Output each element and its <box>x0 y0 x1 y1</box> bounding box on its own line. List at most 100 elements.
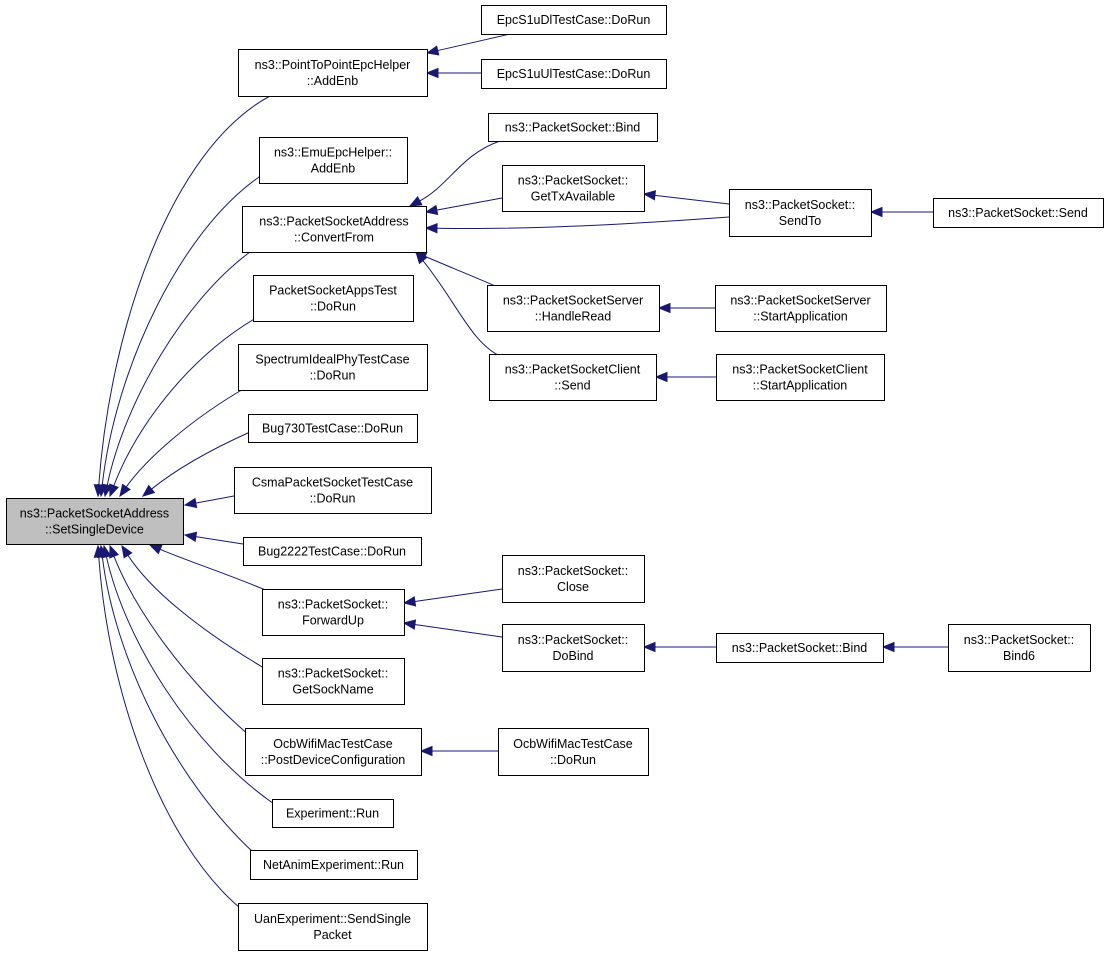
edge-ps_bind_top-to-convertfrom <box>408 140 501 207</box>
node-ocb-postdev[interactable]: OcbWifiMacTestCase::PostDeviceConfigurat… <box>245 728 422 776</box>
node-server-handleread[interactable]: ns3::PacketSocketServer::HandleRead <box>487 285 660 332</box>
node-ocb-dorun[interactable]: OcbWifiMacTestCase::DoRun <box>498 728 649 776</box>
node-ps-gettx[interactable]: ns3::PacketSocket::GetTxAvailable <box>502 165 645 212</box>
edge-arrowhead <box>654 371 668 383</box>
node-box <box>238 903 428 951</box>
node-box <box>253 275 414 322</box>
node-ps-send[interactable]: ns3::PacketSocket::Send <box>933 198 1104 228</box>
node-box <box>487 285 660 332</box>
node-label-line: Packet <box>313 928 352 942</box>
edge-netanim_run-to-root <box>97 544 255 854</box>
edge-uan_sendsingle-to-root <box>93 544 241 909</box>
node-box <box>242 206 427 253</box>
node-box <box>729 189 872 237</box>
node-label-line: ns3::PacketSocket::Send <box>948 206 1088 220</box>
node-ps-bind6[interactable]: ns3::PacketSocket::Bind6 <box>948 624 1091 672</box>
edge-line <box>435 197 503 211</box>
node-box <box>481 59 667 89</box>
node-label-line: Bug730TestCase::DoRun <box>262 422 403 436</box>
edge-arrowhead <box>425 67 439 79</box>
node-label-line: ns3::EmuEpcHelper:: <box>274 146 392 160</box>
node-label-line: ns3::PacketSocket:: <box>518 564 628 578</box>
edge-arrowhead <box>415 250 428 265</box>
edge-line <box>413 588 503 603</box>
edge-line <box>194 495 235 504</box>
node-label-line: ::Send <box>554 379 590 393</box>
edge-arrowhead <box>109 544 120 559</box>
node-label-line: Bug2222TestCase::DoRun <box>258 545 406 559</box>
edge-line <box>126 554 265 669</box>
node-box <box>262 589 405 636</box>
edge-server_handleread-to-convertfrom <box>413 251 501 289</box>
node-csma-dorun[interactable]: CsmaPacketSocketTestCase::DoRun <box>234 467 432 514</box>
edge-line <box>424 255 501 289</box>
edge-arrowhead <box>424 204 439 216</box>
edge-arrowhead <box>402 596 417 607</box>
node-box <box>238 344 428 391</box>
node-bug2222[interactable]: Bug2222TestCase::DoRun <box>243 537 422 566</box>
node-spectrum-dorun[interactable]: SpectrumIdealPhyTestCase::DoRun <box>238 344 428 391</box>
node-ps-sendto[interactable]: ns3::PacketSocket::SendTo <box>729 189 872 237</box>
node-label-line: DoBind <box>553 649 594 663</box>
edge-arrowhead <box>183 497 198 509</box>
edge-getsockname-to-root <box>121 544 265 669</box>
node-getsockname[interactable]: ns3::PacketSocket::GetSockName <box>262 658 405 705</box>
node-label-line: UanExperiment::SendSingle <box>254 912 411 926</box>
node-label-line: ns3::PacketSocketAddress <box>259 215 408 229</box>
node-label-line: ::SetSingleDevice <box>45 523 144 537</box>
node-netanim-run[interactable]: NetAnimExperiment::Run <box>250 850 418 880</box>
node-client-send[interactable]: ns3::PacketSocketClient::Send <box>489 354 657 401</box>
node-box <box>502 555 645 603</box>
node-emu-addenb[interactable]: ns3::EmuEpcHelper::AddEnb <box>259 137 408 184</box>
edge-line <box>418 140 501 202</box>
node-epc-dl[interactable]: EpcS1uDlTestCase::DoRun <box>481 5 667 35</box>
node-label-line: CsmaPacketSocketTestCase <box>252 476 413 490</box>
node-label-line: Experiment::Run <box>286 807 379 821</box>
edge-ps_bind_mid-to-ps_dobind <box>642 641 716 653</box>
node-forwardup[interactable]: ns3::PacketSocket::ForwardUp <box>262 589 405 636</box>
edge-emu_addenb-to-root <box>97 174 263 498</box>
edge-bug2222-to-root <box>183 531 244 545</box>
node-box <box>489 354 657 401</box>
node-box <box>498 728 649 776</box>
node-ps-bind-top[interactable]: ns3::PacketSocket::Bind <box>488 113 658 142</box>
node-p2p-addenb[interactable]: ns3::PointToPointEpcHelper::AddEnb <box>238 49 428 97</box>
node-box <box>245 728 422 776</box>
node-convertfrom[interactable]: ns3::PacketSocketAddress::ConvertFrom <box>242 206 427 253</box>
edge-epc_dl-to-p2p_addenb <box>425 33 511 56</box>
node-label-line: ::AddEnb <box>307 74 358 88</box>
node-ps-dobind[interactable]: ns3::PacketSocket::DoBind <box>502 624 645 672</box>
node-bug730[interactable]: Bug730TestCase::DoRun <box>248 414 418 443</box>
edge-line <box>105 555 275 805</box>
node-label-line: ns3::PacketSocket:: <box>518 633 628 647</box>
edge-line <box>106 251 251 487</box>
node-label-line: ::StartApplication <box>753 310 848 324</box>
node-box <box>234 467 432 514</box>
node-server-start[interactable]: ns3::PacketSocketServer::StartApplicatio… <box>715 285 887 332</box>
node-psapps-dorun[interactable]: PacketSocketAppsTest::DoRun <box>253 275 414 322</box>
edge-arrowhead <box>121 544 133 559</box>
edge-line <box>413 623 503 638</box>
edge-line <box>436 33 511 52</box>
node-epc-ul[interactable]: EpcS1uUlTestCase::DoRun <box>481 59 667 89</box>
node-client-start[interactable]: ns3::PacketSocketClient::StartApplicatio… <box>716 354 885 401</box>
node-box <box>272 799 394 828</box>
node-root[interactable]: ns3::PacketSocketAddress::SetSingleDevic… <box>6 498 184 545</box>
edge-ps_sendto-to-ps_gettx <box>642 190 730 205</box>
edge-line <box>113 555 251 737</box>
node-experiment-run[interactable]: Experiment::Run <box>272 799 394 828</box>
edge-arrowhead <box>425 45 440 56</box>
edge-p2p_addenb-to-root <box>93 95 271 498</box>
node-label-line: OcbWifiMacTestCase <box>273 737 393 751</box>
node-ps-close[interactable]: ns3::PacketSocket::Close <box>502 555 645 603</box>
node-label-line: ns3::PacketSocket::Bind <box>732 641 868 655</box>
edge-arrowhead <box>402 619 417 630</box>
edge-line <box>98 95 271 487</box>
edge-arrowhead <box>93 544 105 558</box>
node-box <box>481 5 667 35</box>
node-box <box>948 624 1091 672</box>
edge-line <box>101 555 255 854</box>
node-ps-bind-mid[interactable]: ns3::PacketSocket::Bind <box>716 633 884 663</box>
